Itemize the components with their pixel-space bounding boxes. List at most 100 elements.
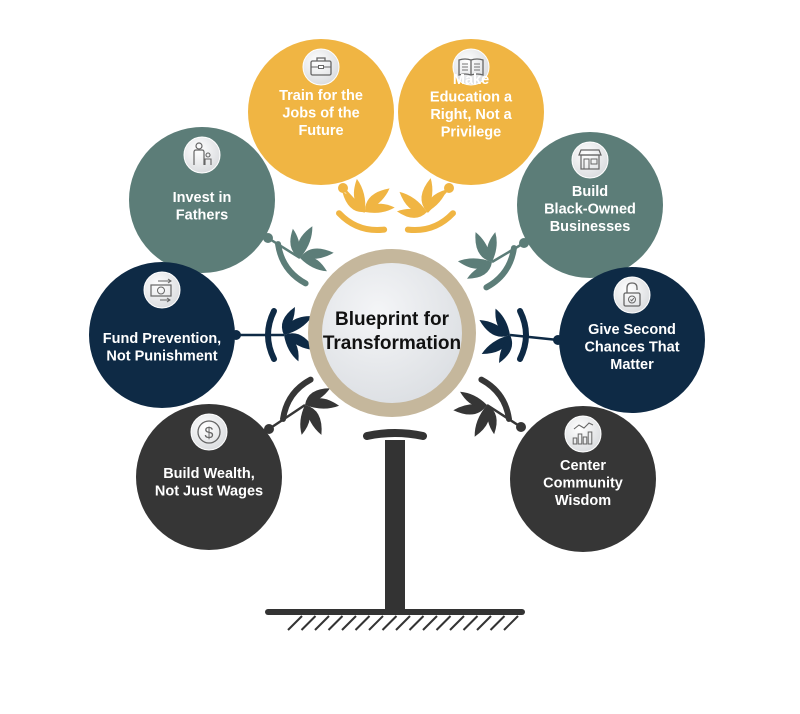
node-label-line: Build xyxy=(572,184,608,200)
node-label-line: Wisdom xyxy=(555,493,611,509)
branch-community xyxy=(453,376,526,437)
leaf xyxy=(426,189,447,212)
node-label-line: Businesses xyxy=(550,219,631,235)
briefcase-icon xyxy=(302,48,340,86)
hatch-mark xyxy=(354,615,371,631)
leaf-cluster xyxy=(265,306,315,362)
node-circle xyxy=(136,404,282,550)
storefront-icon xyxy=(571,141,609,179)
node-label-line: Train for the xyxy=(279,88,363,104)
branch-second-chances xyxy=(479,308,563,364)
center-title-line-2: Transformation xyxy=(323,333,461,354)
leaf-cluster xyxy=(396,178,456,234)
branch-wealth xyxy=(264,376,340,435)
leaf xyxy=(342,192,365,213)
leaf xyxy=(474,405,490,437)
leaf-cluster xyxy=(336,178,395,234)
leaf xyxy=(300,256,327,272)
leaf xyxy=(396,208,427,218)
leaf-cluster xyxy=(275,226,334,287)
hatch-mark xyxy=(503,615,519,631)
branch-prevention xyxy=(231,306,315,362)
branch-arc xyxy=(404,210,456,234)
node-prevention: Fund Prevention, Not Punishment xyxy=(89,262,235,408)
node-label-line: Jobs of the xyxy=(282,106,359,122)
dollar-coin-icon: $ xyxy=(190,413,228,451)
node-label-line: Fund Prevention, xyxy=(103,331,221,347)
leaf xyxy=(460,391,487,407)
branch-arc xyxy=(336,210,388,234)
leaf xyxy=(453,403,487,415)
hatch-mark xyxy=(287,615,303,631)
branch-arc xyxy=(280,376,314,422)
branch-arc xyxy=(483,245,517,291)
leaf xyxy=(305,388,331,405)
leaf-cluster xyxy=(479,308,529,364)
hatch-mark xyxy=(462,615,479,631)
money-transfer-icon xyxy=(143,271,181,309)
leaf xyxy=(399,191,427,213)
hatch-mark xyxy=(435,615,452,631)
node-label-line: Future xyxy=(298,123,343,139)
leaf xyxy=(297,226,313,258)
node-label-line: Chances That xyxy=(584,340,679,356)
leaf xyxy=(466,262,492,279)
node-label-line: Black-Owned xyxy=(544,202,636,218)
node-wealth: $Build Wealth,Not Just Wages xyxy=(136,404,282,550)
leaf xyxy=(365,203,395,213)
node-label-line: Center xyxy=(560,458,606,474)
leaf xyxy=(481,335,510,354)
hatch-mark xyxy=(314,615,330,631)
hatch-mark xyxy=(368,615,384,631)
node-label-line: Community xyxy=(543,476,623,492)
node-label-line: Matter xyxy=(610,357,654,373)
leaf xyxy=(284,335,299,362)
unlocked-padlock-icon xyxy=(613,276,651,314)
node-label-line: Fathers xyxy=(176,208,228,224)
tree-trunk xyxy=(265,429,525,631)
leaf xyxy=(284,316,313,335)
node-label-line: Not Just Wages xyxy=(155,484,263,500)
leaf xyxy=(499,335,513,364)
node-label-line: Right, Not a xyxy=(430,107,512,123)
svg-text:$: $ xyxy=(205,425,214,442)
node-circle xyxy=(517,132,663,278)
node-circle xyxy=(398,39,544,185)
leaf-cluster xyxy=(457,232,517,291)
branch-knob xyxy=(338,183,348,193)
branch-education xyxy=(396,178,456,234)
hatch-mark xyxy=(341,615,357,631)
branch-train xyxy=(336,178,395,234)
node-circle xyxy=(129,127,275,273)
branch-stem xyxy=(491,241,525,264)
node-label-line: Privilege xyxy=(441,125,501,141)
hatch-mark xyxy=(449,615,465,631)
branch-stem xyxy=(267,236,301,260)
branch-knob xyxy=(444,183,454,193)
trunk-cap xyxy=(363,429,427,440)
hatch-mark xyxy=(300,615,317,631)
hatch-mark xyxy=(408,615,425,631)
node-circle xyxy=(89,262,235,408)
node-label-line: Education a xyxy=(430,90,513,106)
branch-fathers xyxy=(263,226,334,287)
leaf xyxy=(300,248,334,260)
hatch-mark xyxy=(476,615,492,631)
center-title-line-1: Blueprint for xyxy=(335,309,450,330)
center-node: Blueprint for Transformation xyxy=(308,249,476,417)
leaf xyxy=(479,319,510,337)
leaf xyxy=(281,306,295,335)
leaf xyxy=(487,232,497,262)
node-label-line: Not Punishment xyxy=(106,349,217,365)
leaf-cluster xyxy=(453,376,512,437)
branch-arc xyxy=(265,308,277,362)
branch-stem xyxy=(509,333,559,342)
center-disc xyxy=(322,263,462,403)
branch-businesses xyxy=(457,232,529,291)
trunk-stem xyxy=(385,440,405,612)
